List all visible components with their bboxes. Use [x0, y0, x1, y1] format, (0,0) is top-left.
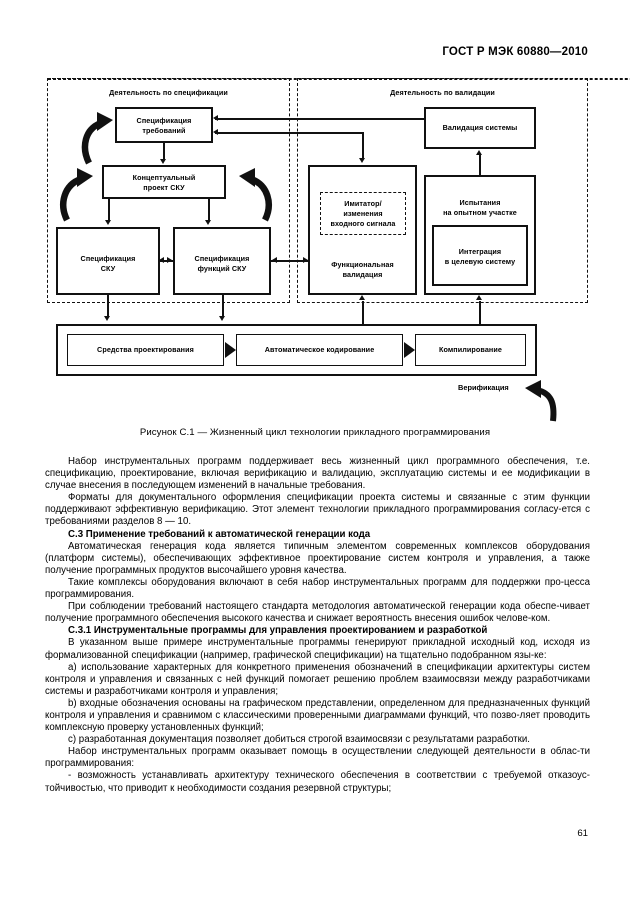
box-automatic-coding: Автоматическое кодирование [236, 334, 403, 366]
line-scuspec-funcspec [160, 260, 173, 262]
arrow-concept-to-funcspec-icon [205, 220, 211, 225]
line-reqspec-to-concept [163, 143, 165, 160]
paragraph-11-bullet: - возможность устанавливать архитектуру … [45, 770, 590, 794]
line-concept-to-funcspec [208, 199, 210, 221]
paragraph-3: Автоматическая генерация кода является т… [45, 540, 590, 576]
arrow-funcval-to-reqspec-icon [213, 129, 218, 135]
box-conceptual-design-line1: Концептуальный [132, 173, 196, 182]
line-funcval-drop [362, 132, 364, 158]
validation-panel [297, 78, 588, 303]
curved-arrow-lower-left-icon [57, 160, 109, 222]
arrow-sitetest-to-sysval-icon [476, 150, 482, 155]
box-target-system-integration-line1: Интеграция [458, 247, 502, 256]
figure-c1: Деятельность по спецификации Деятельност… [45, 75, 630, 423]
box-site-testing-line1: Испытания [459, 198, 501, 207]
page-number: 61 [577, 828, 588, 839]
specification-panel-title: Деятельность по спецификации [109, 88, 228, 97]
curved-arrow-lower-right-icon [223, 160, 275, 222]
line-sysval-to-reqspec [215, 118, 424, 120]
paragraph-10: Набор инструментальных программ оказывае… [45, 746, 590, 770]
box-scu-specification-line1: Спецификация [80, 254, 136, 263]
box-requirements-specification: Спецификация требований [115, 107, 213, 143]
box-conceptual-design: Концептуальный проект СКУ [102, 165, 226, 199]
paragraph-5: При соблюдении требований настоящего ста… [45, 601, 590, 625]
box-input-signal-simulator-line3: входного сигнала [330, 219, 396, 228]
curved-arrow-verification-icon [519, 377, 565, 423]
paragraph-8-item-b: b) входные обозначения основаны на графи… [45, 697, 590, 734]
document-standard-header: ГОСТ Р МЭК 60880—2010 [442, 46, 588, 58]
arrow-funcval-drop-icon [359, 158, 365, 163]
box-input-signal-simulator: Имитатор/ изменения входного сигнала [320, 192, 406, 235]
line-concept-to-scuspec [108, 199, 110, 221]
box-system-validation-label: Валидация системы [442, 123, 518, 133]
box-compiling: Компилирование [415, 334, 526, 366]
arrow-concept-to-scuspec-icon [105, 220, 111, 225]
paragraph-6: В указанном выше примере инструментальны… [45, 637, 590, 661]
box-automatic-coding-label: Автоматическое кодирование [264, 345, 375, 355]
arrow-scuspec-to-tools-icon [104, 316, 110, 321]
paragraph-7-item-a: a) использование характерных для конкрет… [45, 661, 590, 697]
box-functional-validation-line1: Функциональная [331, 260, 394, 269]
box-scu-functions-specification: Спецификация функций СКУ [173, 227, 271, 295]
box-conceptual-design-line2: проект СКУ [143, 183, 185, 192]
validation-panel-title: Деятельность по валидации [390, 88, 495, 97]
body-text: Набор инструментальных программ поддержи… [45, 456, 590, 795]
line-funcval-to-reqspec [215, 132, 363, 134]
box-target-system-integration-line2: в целевую систему [444, 257, 516, 266]
line-sitetest-to-sysval [479, 155, 482, 175]
box-scu-functions-specification-line1: Спецификация [194, 254, 250, 263]
line-tools-to-funcval [362, 301, 365, 325]
arrow-design-to-coding-icon [225, 342, 236, 358]
arrow-funcspec-to-funcval-icon [303, 257, 308, 263]
arrow-scuspec-left-icon [159, 257, 164, 263]
line-funcspec-to-tools [222, 295, 225, 317]
arrow-funcval-to-funcspec-icon [272, 257, 277, 263]
box-system-validation: Валидация системы [424, 107, 536, 149]
arrow-tools-to-sitetest-icon [476, 295, 482, 300]
box-functional-validation-line2: валидация [342, 270, 383, 279]
arrow-reqspec-to-concept-icon [160, 159, 166, 164]
arrow-tools-to-funcval-icon [359, 295, 365, 300]
heading-c31: С.3.1 Инструментальные программы для упр… [68, 625, 488, 637]
box-requirements-specification-line1: Спецификация [136, 116, 192, 125]
paragraph-4: Такие комплексы оборудования включают в … [45, 576, 590, 601]
box-scu-specification: Спецификация СКУ [56, 227, 160, 295]
label-verification: Верификация [458, 383, 509, 392]
box-scu-functions-specification-line2: функций СКУ [197, 264, 247, 273]
line-tools-to-sitetest [479, 301, 482, 325]
box-design-tools-label: Средства проектирования [97, 345, 194, 355]
curved-arrow-upper-left-icon [77, 105, 127, 165]
heading-c3: С.3 Применение требований к автоматическ… [68, 528, 371, 540]
paragraph-9-item-c: c) разработанная документация позволяет … [68, 734, 530, 746]
box-requirements-specification-line2: требований [142, 126, 186, 135]
box-compiling-label: Компилирование [438, 345, 502, 355]
paragraph-1: Набор инструментальных программ поддержи… [45, 456, 590, 492]
box-design-tools: Средства проектирования [67, 334, 224, 366]
line-scuspec-to-tools [107, 295, 110, 317]
line-funcspec-to-funcval [271, 260, 308, 262]
box-target-system-integration: Интеграция в целевую систему [432, 225, 528, 286]
box-site-testing-line2: на опытном участке [443, 208, 517, 217]
paragraph-2: Форматы для документального оформления с… [45, 492, 590, 528]
arrow-funcspec-right-icon [167, 257, 172, 263]
box-input-signal-simulator-line2: изменения [343, 209, 383, 218]
box-scu-specification-line2: СКУ [100, 264, 116, 273]
box-input-signal-simulator-line1: Имитатор/ [344, 199, 382, 208]
arrow-sysval-to-reqspec-icon [213, 115, 218, 121]
figure-caption: Рисунок С.1 — Жизненный цикл технологии … [139, 427, 491, 438]
specification-panel [47, 78, 290, 303]
arrow-funcspec-to-tools-icon [219, 316, 225, 321]
arrow-coding-to-compiling-icon [404, 342, 415, 358]
